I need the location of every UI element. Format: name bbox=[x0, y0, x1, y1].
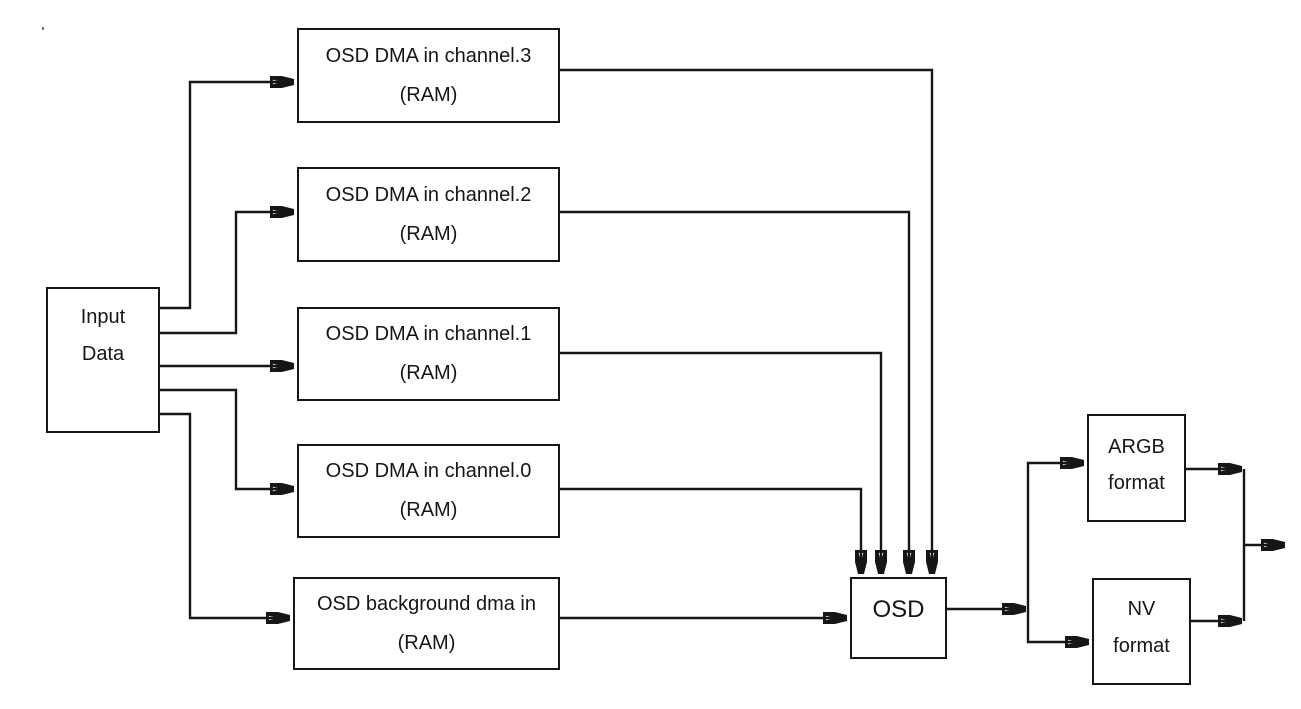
node-label: (RAM) bbox=[399, 499, 458, 521]
edge-input-to-ch0 bbox=[160, 388, 294, 489]
node-label: OSD DMA in channel.2 bbox=[325, 183, 532, 206]
edge-ch1-to-osd bbox=[560, 351, 881, 574]
node-label: NV bbox=[1127, 597, 1156, 620]
node-label: format bbox=[1108, 472, 1165, 494]
node-osd-dma-in-channel-1: OSD DMA in channel.1 (RAM) bbox=[297, 307, 560, 401]
node-label: Input bbox=[80, 306, 126, 328]
node-osd-dma-in-channel-0: OSD DMA in channel.0 (RAM) bbox=[297, 444, 560, 538]
node-label: OSD bbox=[872, 595, 925, 623]
node-label: (RAM) bbox=[399, 222, 458, 245]
node-label: (RAM) bbox=[399, 362, 458, 384]
node-label: Data bbox=[81, 343, 125, 365]
node-osd-dma-in-channel-2: OSD DMA in channel.2 (RAM) bbox=[297, 167, 560, 262]
edge-input-to-ch2 bbox=[160, 212, 294, 335]
edge-ch3-to-osd bbox=[560, 68, 932, 574]
edge-input-to-background bbox=[160, 412, 290, 618]
node-osd-background-dma-in: OSD background dma in (RAM) bbox=[293, 577, 560, 670]
edge-branch-to-nv bbox=[1026, 609, 1089, 642]
node-argb-format: ARGB format bbox=[1087, 414, 1186, 522]
stray-mark bbox=[42, 27, 44, 30]
node-label: OSD DMA in channel.0 bbox=[325, 460, 532, 482]
node-label: format bbox=[1113, 634, 1170, 657]
edge-branch-to-argb bbox=[1026, 463, 1084, 609]
node-label: OSD background dma in bbox=[316, 592, 536, 615]
node-label: OSD DMA in channel.3 bbox=[325, 44, 532, 67]
edge-input-to-ch3 bbox=[160, 82, 294, 310]
node-osd: OSD bbox=[850, 577, 947, 659]
edge-ch0-to-osd bbox=[560, 487, 861, 574]
node-nv-format: NV format bbox=[1092, 578, 1191, 685]
node-label: (RAM) bbox=[397, 631, 456, 654]
node-label: OSD DMA in channel.1 bbox=[325, 323, 532, 345]
node-input-data: Input Data bbox=[46, 287, 160, 433]
edge-ch2-to-osd bbox=[560, 210, 909, 574]
node-label: ARGB bbox=[1108, 436, 1165, 458]
node-label: (RAM) bbox=[399, 83, 458, 106]
node-osd-dma-in-channel-3: OSD DMA in channel.3 (RAM) bbox=[297, 28, 560, 123]
